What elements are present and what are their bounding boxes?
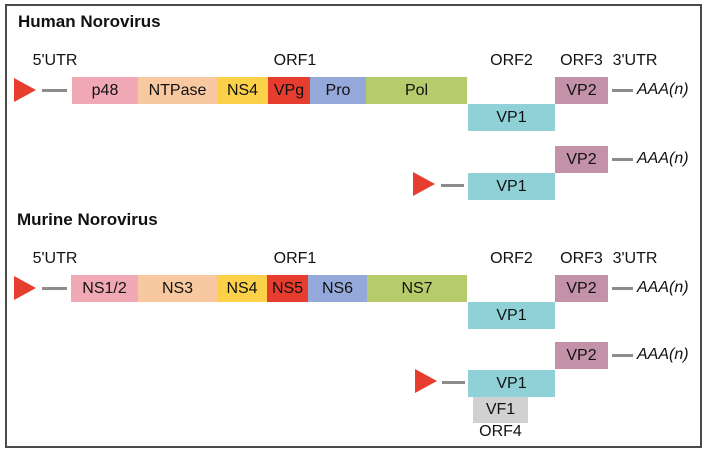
label-3utr-murine: 3'UTR (612, 250, 658, 267)
figure-border (5, 4, 702, 448)
segment-ns6: NS6 (308, 275, 367, 302)
polya-tail-label: AAA(n) (637, 81, 689, 98)
segment-pol: Pol (366, 77, 467, 104)
segment-vpg: VPg (268, 77, 310, 104)
segment-vp2-subgenomic: VP2 (555, 342, 608, 369)
rna-backbone-line (42, 89, 67, 92)
rna-backbone-line (442, 381, 465, 384)
segment-vp1: VP1 (468, 104, 555, 131)
segment-vp2-subgenomic: VP2 (555, 146, 608, 173)
segment-vf1: VF1 (473, 397, 528, 423)
label-orf1-murine: ORF1 (273, 250, 317, 267)
label-orf2-murine: ORF2 (490, 250, 533, 267)
segment-vp1: VP1 (468, 302, 555, 329)
label-orf3-murine: ORF3 (560, 250, 603, 267)
segment-p48: p48 (72, 77, 138, 104)
section-title-murine: Murine Norovirus (17, 210, 158, 229)
section-title-human: Human Norovirus (18, 12, 161, 31)
segment-ns4: NS4 (217, 77, 268, 104)
polya-tail-label: AAA(n) (637, 346, 689, 363)
vpg-triangle-icon (14, 276, 36, 300)
vpg-triangle-icon (14, 78, 36, 102)
polya-tail-label: AAA(n) (637, 150, 689, 167)
label-orf2-human: ORF2 (490, 52, 533, 69)
rna-backbone-line (612, 287, 633, 290)
polya-tail-label: AAA(n) (637, 279, 689, 296)
segment-vp2: VP2 (555, 77, 608, 104)
segment-vp1-subgenomic: VP1 (468, 370, 555, 397)
segment-ns1-2: NS1/2 (71, 275, 138, 302)
segment-ns4: NS4 (217, 275, 267, 302)
rna-backbone-line (612, 354, 633, 357)
label-orf4-murine: ORF4 (479, 423, 522, 440)
rna-backbone-line (612, 89, 633, 92)
segment-ns7: NS7 (367, 275, 467, 302)
vpg-triangle-icon (413, 172, 435, 196)
segment-vp1-subgenomic: VP1 (468, 173, 555, 200)
segment-pro: Pro (310, 77, 366, 104)
rna-backbone-line (441, 184, 464, 187)
label-5utr-murine: 5'UTR (32, 250, 78, 267)
segment-ntpase: NTPase (138, 77, 217, 104)
label-orf3-human: ORF3 (560, 52, 603, 69)
rna-backbone-line (612, 158, 633, 161)
segment-ns5: NS5 (267, 275, 308, 302)
segment-vp2: VP2 (555, 275, 608, 302)
vpg-triangle-icon (415, 369, 437, 393)
segment-ns3: NS3 (138, 275, 217, 302)
label-orf1-human: ORF1 (273, 52, 317, 69)
label-3utr-human: 3'UTR (612, 52, 658, 69)
label-5utr-human: 5'UTR (32, 52, 78, 69)
rna-backbone-line (42, 287, 67, 290)
